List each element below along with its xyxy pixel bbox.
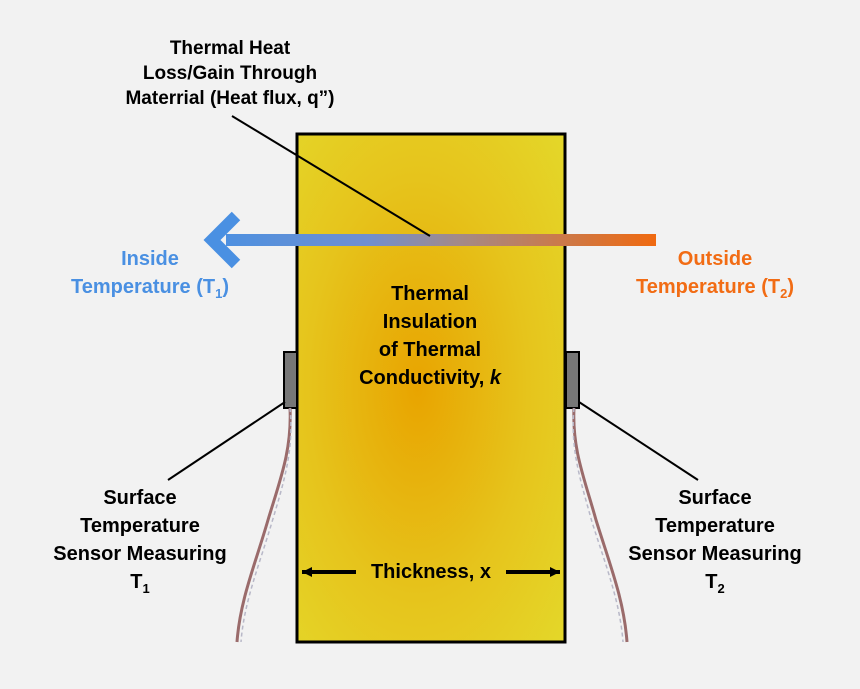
left-sensor-label: Surface Temperature Sensor Measuring T1 <box>53 487 227 596</box>
left-sensor-leader-line <box>167 401 286 481</box>
right-sensor-leader-line <box>578 401 699 481</box>
outside-temperature-label: Outside Temperature (T2) <box>635 248 794 301</box>
inside-temperature-label: Inside Temperature (T1) <box>70 248 229 301</box>
left-sensor-icon <box>283 351 298 409</box>
heat-flow-arrow-icon <box>203 211 656 269</box>
right-sensor-icon <box>565 351 580 409</box>
right-sensor-label: Surface Temperature Sensor Measuring T2 <box>628 487 802 596</box>
heat-flux-label: Thermal Heat Loss/Gain Through Materrial… <box>125 38 335 109</box>
insulation-block <box>295 132 567 644</box>
left-sensor-wire-icon <box>235 407 292 643</box>
thickness-label: Thickness, x <box>370 561 492 583</box>
heat-flux-leader-line <box>231 115 431 237</box>
right-sensor-wire-icon <box>572 407 629 643</box>
insulation-label: Thermal Insulation of Thermal Conductivi… <box>359 283 501 389</box>
